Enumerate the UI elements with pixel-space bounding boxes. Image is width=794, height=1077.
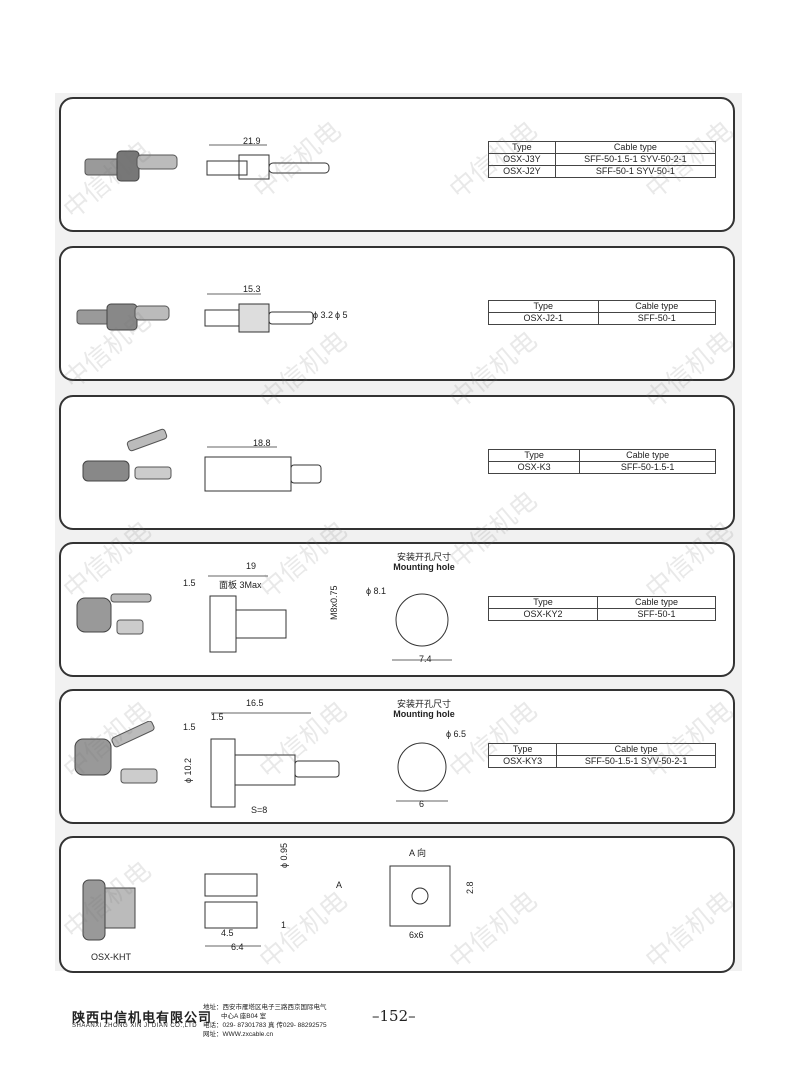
type-cell: OSX-KY3 bbox=[487, 755, 558, 768]
mounting-hole-title: 安装开孔尺寸 Mounting hole bbox=[379, 699, 469, 719]
dimension-square: 6x6 bbox=[409, 930, 424, 940]
cable-cell: SFF-50-1 bbox=[596, 608, 717, 621]
dimension-length: 15.3 bbox=[243, 284, 261, 294]
mounting-hole-en: Mounting hole bbox=[393, 562, 455, 572]
col-type: Type bbox=[487, 449, 581, 462]
col-cable: Cable type bbox=[597, 300, 717, 313]
company-name-cn: 陕西中信机电有限公司 bbox=[72, 1010, 213, 1025]
dimension-length: 21.9 bbox=[243, 136, 261, 146]
product-panel-osx-kht: OSX-KHT ϕ 0.95 4.5 6.4 1 A A 向 2.8 6x6 bbox=[59, 836, 735, 973]
catalog-sheet bbox=[55, 93, 742, 971]
mounting-hole-drawing bbox=[392, 593, 452, 661]
dimension-panel: 1.5 bbox=[183, 578, 196, 588]
dimension-length: 4.5 bbox=[221, 928, 234, 938]
cable-cell: SFF-50-1 bbox=[597, 312, 717, 325]
phone-line: 电话：029- 87301783 真 传029- 88292575 bbox=[203, 1022, 327, 1029]
type-cell: OSX-J3Y bbox=[488, 153, 556, 166]
mounting-hole-en: Mounting hole bbox=[393, 709, 455, 719]
col-type: Type bbox=[488, 596, 598, 609]
connector-photo bbox=[76, 303, 170, 331]
col-cable: Cable type bbox=[596, 596, 717, 609]
dimension-length: 19 bbox=[246, 561, 257, 571]
company-contact: 地址：西安市雁塔区电子三路西京国际电气 中心A 座B04 室 电话：029- 8… bbox=[203, 1003, 327, 1039]
connector-photo bbox=[74, 721, 158, 784]
col-cable: Cable type bbox=[554, 141, 717, 154]
dimension-length: 18.8 bbox=[253, 438, 271, 448]
model-label: OSX-KHT bbox=[91, 952, 132, 962]
dimension-drawing bbox=[204, 873, 261, 947]
dimension-length: 6.4 bbox=[231, 942, 244, 952]
dimension-diameter: ϕ 3.2 bbox=[313, 310, 334, 320]
connector-photo bbox=[82, 879, 136, 941]
dimension-height: 2.8 bbox=[465, 881, 475, 894]
dimension-drawing bbox=[206, 144, 330, 180]
cable-cell: SFF-50-1.5-1 SYV-50-2-1 bbox=[554, 153, 717, 166]
dimension-pin: ϕ 0.95 bbox=[279, 842, 289, 868]
dimension-spanner: S=8 bbox=[251, 805, 268, 815]
mounting-hole-cn: 安装开孔尺寸 bbox=[396, 699, 451, 709]
cable-cell: SFF-50-1.5-1 bbox=[579, 461, 716, 474]
type-cell: OSX-KY2 bbox=[488, 608, 598, 621]
cable-cell: SFF-50-1.5-1 SYV-50-2-1 bbox=[556, 755, 716, 768]
col-type: Type bbox=[488, 141, 556, 154]
dimension-drawing bbox=[204, 446, 322, 492]
mounting-hole-cn: 安装开孔尺寸 bbox=[396, 552, 451, 562]
type-cell: OSX-J2Y bbox=[488, 165, 556, 178]
cable-cell: SFF-50-1 SYV-50-1 bbox=[554, 165, 717, 178]
product-panel-osx-ky3: 16.5 1.5 1.5 ϕ 10.2 S=8 安装开孔尺寸 Mounting … bbox=[59, 689, 735, 824]
page-footer: 陕西中信机电有限公司 SHAANXI ZHONG XIN JI DIAN CO.… bbox=[72, 1003, 732, 1053]
address-line: 地址：西安市雁塔区电子三路西京国际电气 bbox=[203, 1004, 327, 1011]
mounting-hole-drawing bbox=[396, 742, 448, 802]
page-number: –152– bbox=[372, 1007, 416, 1025]
view-title: A 向 bbox=[409, 848, 427, 858]
view-a-drawing bbox=[389, 865, 451, 927]
web-line[interactable]: 网址：WWW.zxcable.cn bbox=[203, 1031, 274, 1038]
view-arrow-label: A bbox=[336, 880, 343, 890]
dimension-drawing bbox=[210, 712, 340, 808]
mounting-hole-title: 安装开孔尺寸 Mounting hole bbox=[379, 552, 469, 572]
dimension-panel-thickness: 面板 3Max bbox=[219, 580, 262, 590]
type-cell: OSX-K3 bbox=[487, 461, 581, 474]
connector-photo bbox=[84, 150, 178, 182]
hole-diameter: ϕ 8.1 bbox=[366, 586, 387, 596]
hole-diameter: ϕ 6.5 bbox=[446, 729, 467, 739]
type-cell: OSX-J2-1 bbox=[488, 312, 599, 325]
col-cable: Cable type bbox=[556, 743, 716, 756]
dimension-drawing bbox=[208, 575, 287, 653]
dimension-diameter: ϕ 5 bbox=[335, 310, 348, 320]
connector-photo bbox=[82, 428, 172, 482]
connector-photo bbox=[76, 593, 152, 635]
col-type: Type bbox=[488, 300, 599, 313]
dimension-offset: 1 bbox=[281, 920, 287, 930]
col-cable: Cable type bbox=[579, 449, 716, 462]
dimension-length: 16.5 bbox=[246, 698, 264, 708]
address-line-2: 中心A 座B04 室 bbox=[221, 1013, 267, 1020]
dimension-drawing bbox=[204, 293, 314, 333]
col-type: Type bbox=[487, 743, 558, 756]
company-name-en: SHAANXI ZHONG XIN JI DIAN CO.,LTD bbox=[72, 1023, 198, 1029]
product-panel-osx-ky2: 19 1.5 面板 3Max M8x0.75 安装开孔尺寸 Mounting h… bbox=[59, 542, 735, 677]
dimension-panel: 1.5 bbox=[183, 722, 196, 732]
dimension-thread: M8x0.75 bbox=[329, 585, 339, 620]
hole-width: 7.4 bbox=[419, 654, 432, 664]
dimension-panel: 1.5 bbox=[211, 712, 224, 722]
hole-width: 6 bbox=[419, 799, 425, 809]
dimension-diameter: ϕ 10.2 bbox=[183, 757, 193, 783]
